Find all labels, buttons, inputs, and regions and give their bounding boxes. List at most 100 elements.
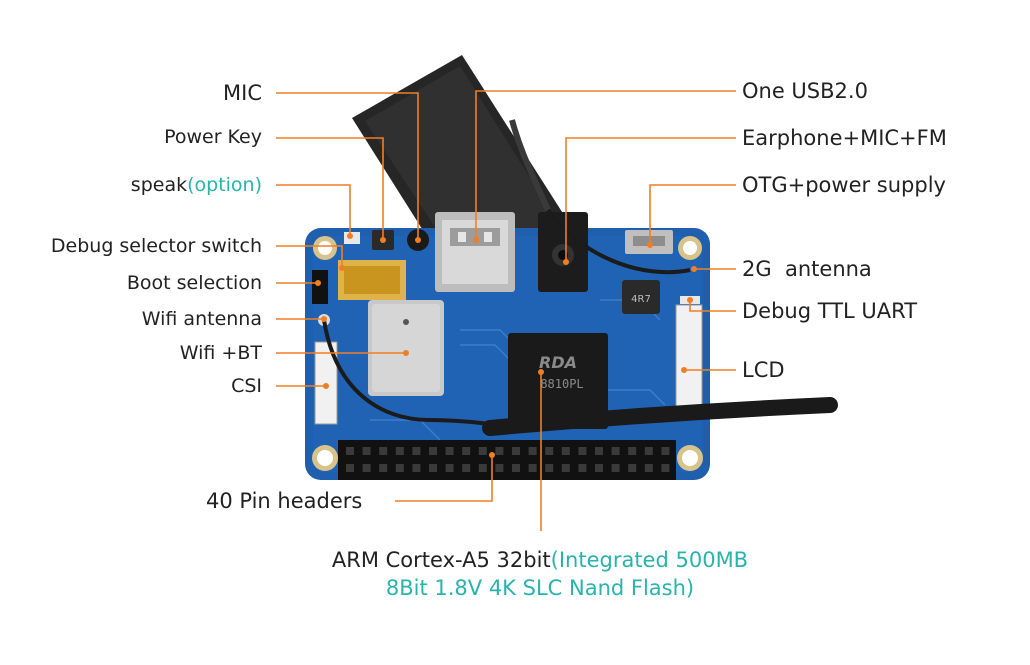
leader-mic — [276, 92, 419, 240]
header-pin — [346, 464, 354, 472]
label-wifi-bt-text: Wifi +BT — [179, 342, 262, 364]
header-pin — [429, 464, 437, 472]
header-pin — [595, 464, 603, 472]
header-pin — [445, 447, 454, 455]
leader-debug-uart — [689, 300, 736, 312]
header-pin — [545, 464, 554, 472]
label-power-key: Power Key — [164, 124, 262, 150]
header-pin — [478, 447, 487, 455]
label-lcd-text: LCD — [742, 358, 785, 382]
leader-usb — [475, 90, 736, 240]
usb-port — [435, 212, 515, 292]
label-cpu-main: ARM Cortex-A5 32bit — [331, 548, 551, 572]
label-debug-selector-text: Debug selector switch — [50, 235, 262, 257]
leader-lines — [276, 90, 736, 531]
2g-antenna-stub — [482, 397, 838, 436]
label-lcd: LCD — [742, 357, 785, 383]
leader-earphone — [565, 137, 736, 262]
label-power-key-text: Power Key — [164, 126, 262, 148]
label-csi: CSI — [231, 373, 262, 399]
label-wifi-antenna: Wifi antenna — [142, 306, 262, 332]
label-wifi-bt: Wifi +BT — [180, 340, 262, 366]
header-pin — [495, 447, 504, 455]
header-pin — [611, 447, 620, 455]
header-pin — [495, 464, 504, 472]
label-otg-text: OTG+power supply — [742, 173, 946, 197]
label-boot-selection-text: Boot selection — [126, 272, 262, 294]
inductor-text: 4R7 — [631, 294, 651, 305]
label-mic-text: MIC — [223, 81, 262, 105]
header-pin — [462, 447, 471, 455]
header-pin — [611, 464, 620, 472]
label-2g-antenna-text: 2G antenna — [742, 257, 872, 281]
label-boot-selection: Boot selection — [127, 270, 262, 296]
label-debug-uart: Debug TTL UART — [742, 298, 917, 324]
label-2g-antenna: 2G antenna — [742, 256, 872, 282]
header-pin — [445, 464, 454, 472]
header-pin — [628, 464, 637, 472]
label-usb: One USB2.0 — [742, 78, 868, 104]
header-pin — [395, 447, 404, 455]
micro-usb-port — [625, 230, 673, 254]
lcd-connector — [675, 304, 703, 412]
header-pin — [412, 464, 421, 472]
inductor: 4R7 — [622, 280, 660, 314]
header-pin — [512, 464, 520, 472]
leader-speak — [276, 184, 351, 236]
header-pin — [379, 464, 388, 472]
label-mic: MIC — [223, 80, 262, 106]
leader-debug-selector — [276, 245, 343, 268]
header-pin — [462, 464, 471, 472]
header-pin — [561, 464, 570, 472]
label-wifi-antenna-text: Wifi antenna — [141, 308, 262, 330]
label-cpu-accent-1: (Integrated 500MB — [550, 548, 749, 572]
label-speak: speak(option) — [131, 172, 262, 198]
header-pin — [644, 464, 653, 472]
header-pin — [628, 447, 637, 455]
header-pin — [528, 447, 537, 455]
header-pin — [661, 464, 670, 472]
header-pin — [346, 447, 354, 455]
label-csi-text: CSI — [231, 375, 262, 397]
leader-otg — [649, 184, 736, 245]
leader-pin-headers — [395, 455, 493, 502]
header-pin — [362, 447, 371, 455]
debug-selector-switch — [338, 260, 406, 300]
label-debug-uart-text: Debug TTL UART — [742, 299, 918, 323]
label-earphone: Earphone+MIC+FM — [742, 125, 947, 151]
boot-selection-header — [312, 270, 328, 304]
label-speak-text: speak — [130, 174, 188, 196]
header-pin — [528, 464, 537, 472]
label-earphone-text: Earphone+MIC+FM — [742, 126, 947, 150]
label-debug-selector: Debug selector switch — [51, 233, 262, 259]
label-pin-headers: 40 Pin headers — [206, 488, 362, 514]
label-cpu: ARM Cortex-A5 32bit(Integrated 500MB 8Bi… — [230, 546, 850, 602]
chip-logo: RDA — [539, 353, 577, 372]
label-otg: OTG+power supply — [742, 172, 946, 198]
label-pin-headers-text: 40 Pin headers — [206, 489, 363, 513]
label-cpu-line1: ARM Cortex-A5 32bit(Integrated 500MB — [230, 546, 850, 574]
label-speak-option: (option) — [187, 174, 262, 196]
soc-chip: RDA 8810PL — [508, 333, 608, 429]
leader-dots — [315, 233, 697, 458]
header-pin — [429, 447, 437, 455]
label-usb-text: One USB2.0 — [742, 79, 868, 103]
audio-jack — [538, 212, 588, 292]
header-pin — [545, 447, 554, 455]
2g-antenna-cable — [546, 208, 691, 275]
header-pin — [595, 447, 603, 455]
chip-model: 8810PL — [540, 377, 583, 391]
mounting-holes — [312, 236, 703, 471]
pin-header-40 — [338, 440, 676, 480]
header-pin — [561, 447, 570, 455]
label-cpu-line2: 8Bit 1.8V 4K SLC Nand Flash) — [385, 576, 695, 600]
wifi-bt-module — [368, 300, 444, 396]
antenna-patch-cable — [509, 119, 551, 212]
leader-power-key — [276, 137, 384, 240]
header-pin — [362, 464, 371, 472]
header-pin — [578, 464, 587, 472]
header-pin — [395, 464, 404, 472]
header-pin — [412, 447, 421, 455]
header-pin — [379, 447, 388, 455]
